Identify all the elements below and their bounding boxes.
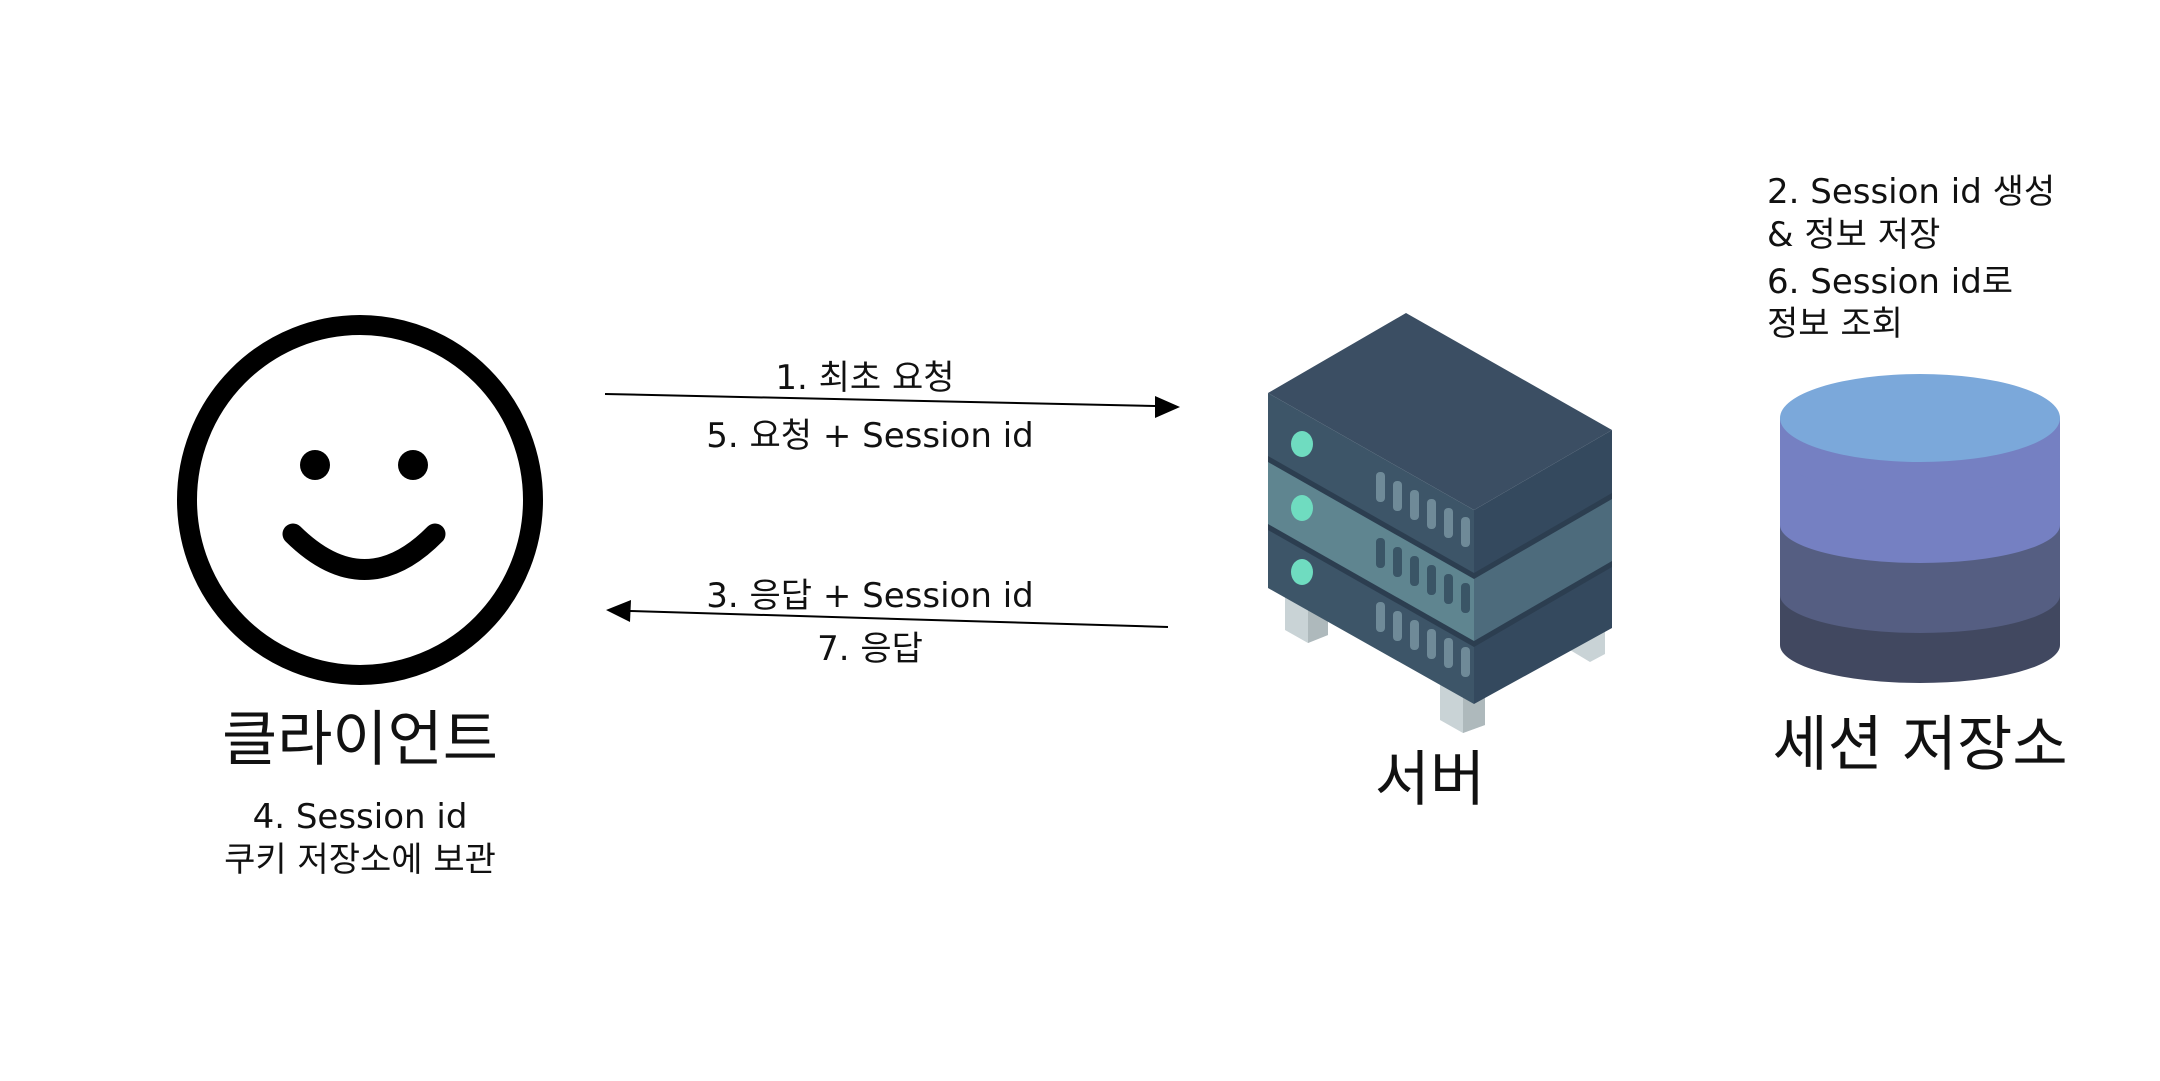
response-arrow: [606, 600, 1169, 628]
store-label: 세션 저장소: [1772, 710, 2068, 780]
smiley-face-icon: [177, 315, 543, 685]
request-label-2: 5. 요청 + Session id: [706, 416, 1034, 456]
client-label: 클라이언트: [222, 705, 498, 775]
database-icon: [1780, 374, 2060, 683]
client-note-line2: 쿠키 저장소에 보관: [224, 840, 496, 880]
store-note-line1: 2. Session id 생성: [1767, 172, 2056, 212]
store-note-line2: & 정보 저장: [1767, 215, 1941, 255]
store-note-line3: 6. Session id로: [1767, 262, 2014, 302]
server-rack-icon: [1268, 313, 1612, 733]
request-arrow: [604, 393, 1180, 418]
response-label-1: 3. 응답 + Session id: [706, 576, 1034, 616]
server-label: 서버: [1374, 745, 1486, 815]
response-label-2: 7. 응답: [817, 629, 923, 669]
request-label-1: 1. 최초 요청: [775, 358, 955, 398]
store-note-line4: 정보 조회: [1767, 304, 1903, 344]
client-note-line1: 4. Session id: [252, 797, 468, 837]
